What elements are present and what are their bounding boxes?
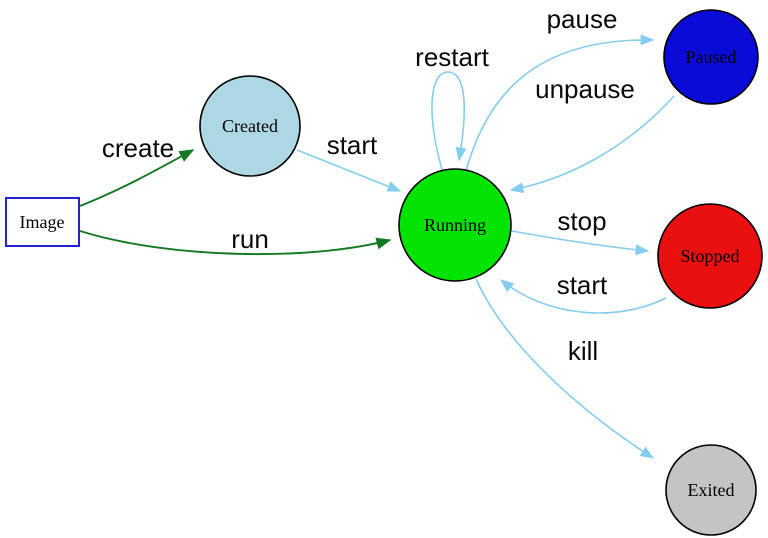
node-stopped-label: Stopped (680, 246, 739, 266)
edge-unpause (509, 95, 675, 194)
edge-pause (465, 34, 655, 172)
node-paused-label: Paused (686, 47, 737, 67)
nodes: Image Created Running Paused Stopped Exi (5, 9, 763, 536)
edge-run (79, 230, 392, 256)
node-created-label: Created (222, 116, 278, 136)
node-exited-label: Exited (688, 480, 735, 500)
edge-start-stopped-running (499, 279, 667, 314)
edge-create-label: create (102, 133, 174, 163)
node-exited-shape (665, 444, 757, 536)
node-created-shape (199, 75, 301, 177)
node-paused: Paused (663, 9, 759, 105)
node-stopped-shape (657, 203, 763, 309)
edge-kill (475, 278, 655, 459)
edges (79, 34, 675, 459)
edge-unpause-label: unpause (535, 74, 635, 104)
edge-restart-label: restart (415, 42, 489, 72)
edge-start-created-label: start (327, 130, 378, 160)
node-running: Running (398, 168, 512, 282)
edge-run-label: run (231, 224, 269, 254)
node-image-shape (5, 197, 80, 247)
node-paused-shape (663, 9, 759, 105)
node-stopped: Stopped (657, 203, 763, 309)
edge-stop-label: stop (557, 206, 606, 236)
node-created: Created (199, 75, 301, 177)
edge-start-created-running (296, 149, 402, 192)
node-running-label: Running (424, 215, 486, 235)
node-image: Image (5, 197, 80, 247)
edge-stop (511, 230, 650, 256)
node-exited: Exited (665, 444, 757, 536)
node-image-label: Image (20, 212, 65, 232)
edge-pause-label: pause (547, 4, 618, 34)
edge-kill-label: kill (568, 336, 598, 366)
node-running-shape (398, 168, 512, 282)
edge-start-stopped-label: start (557, 270, 608, 300)
edge-labels: create run start restart pause unpause s… (102, 4, 635, 366)
edge-create (79, 149, 195, 207)
edge-restart-self-loop (431, 71, 467, 171)
